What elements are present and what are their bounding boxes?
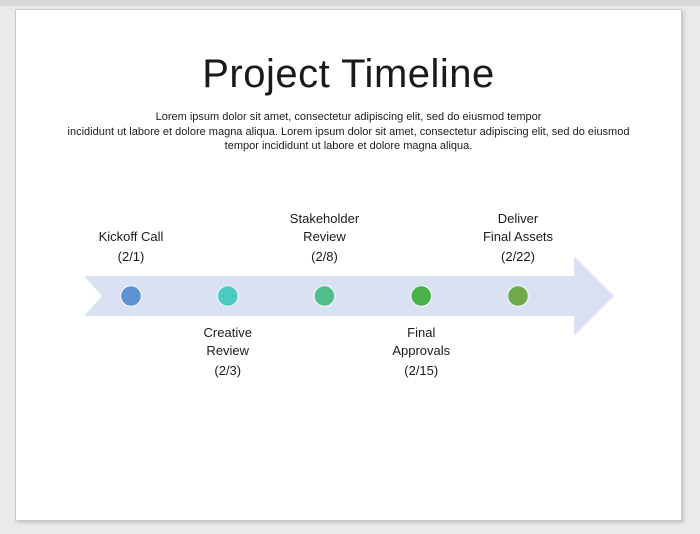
milestone-label-line: Review [303, 229, 346, 244]
milestone-date: (2/1) [117, 249, 145, 264]
milestone-dot [506, 284, 530, 308]
milestone-label-line: Kickoff Call [98, 229, 164, 244]
milestone-date: (2/22) [501, 249, 535, 264]
subtitle-line: incididunt ut labore et dolore magna ali… [67, 125, 630, 138]
subtitle-line: Lorem ipsum dolor sit amet, consectetur … [155, 111, 542, 123]
milestone-dot [410, 284, 433, 308]
timeline-arrow-shape [84, 256, 614, 336]
milestone-dot [119, 284, 143, 308]
milestone-label-line: Deliver [497, 211, 539, 226]
window-top-strip [0, 0, 700, 6]
milestone-label-line: Final [407, 325, 436, 340]
milestone-label-line: Approvals [392, 343, 451, 358]
milestone-date: (2/3) [214, 363, 242, 378]
milestone-dot [313, 284, 336, 308]
milestone-date: (2/8) [311, 249, 338, 264]
milestone-label-line: Final Assets [482, 229, 554, 244]
milestone-date: (2/15) [404, 363, 439, 378]
milestone-label-line: Review [206, 343, 250, 358]
milestone-dot [216, 284, 239, 308]
page-title: Project Timeline [202, 52, 495, 96]
slide-subtitle: Lorem ipsum dolor sit amet, consectetur … [16, 110, 681, 154]
milestone-label-line: Stakeholder [289, 211, 360, 226]
milestone-label: Kickoff Call (2/1) [99, 228, 164, 266]
timeline-graphic [84, 256, 614, 336]
subtitle-line: tempor incididunt ut labore et dolore ma… [224, 140, 473, 153]
milestone-label-line: Creative [203, 325, 252, 340]
slide-canvas: Project Timeline Lorem ipsum dolor sit a… [15, 9, 682, 521]
